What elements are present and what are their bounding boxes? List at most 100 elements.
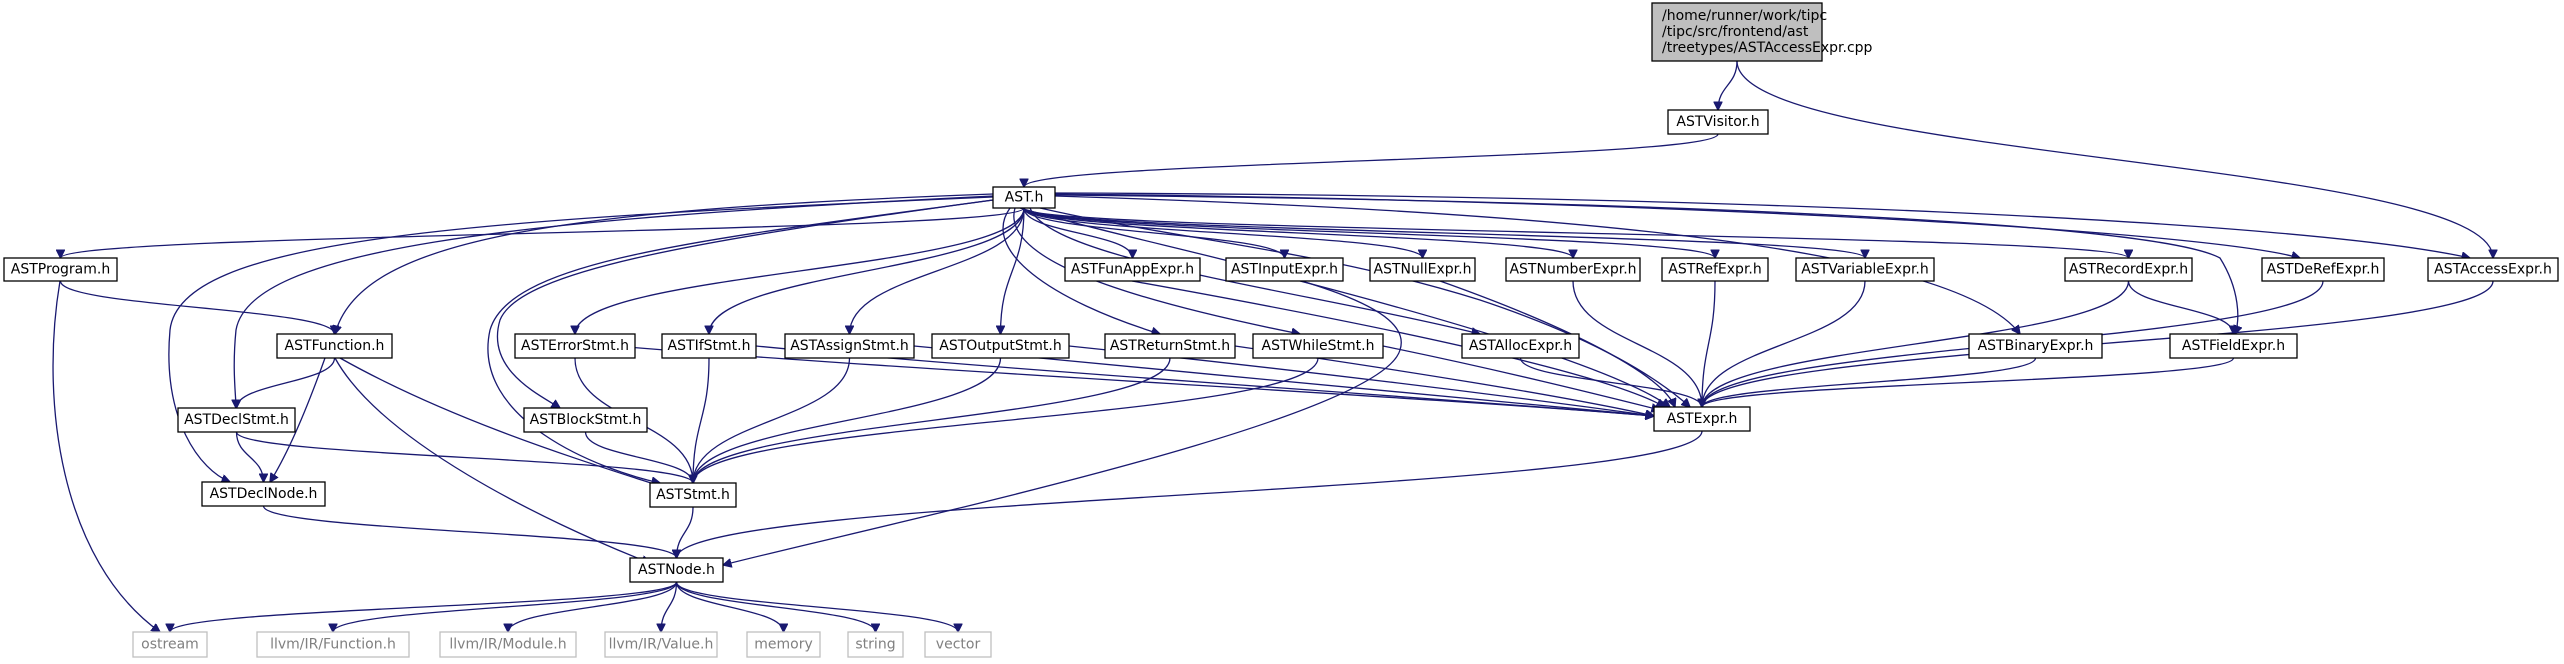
edge-arrow: [1718, 60, 1738, 110]
edge-arrow: [496, 199, 994, 408]
node-ASTFunAppExpr[interactable]: ASTFunAppExpr.h: [1064, 257, 1201, 282]
edge-arrow: [270, 357, 326, 482]
node-ASTBlockStmt[interactable]: ASTBlockStmt.h: [523, 407, 648, 433]
node-ASTAllocExpr[interactable]: ASTAllocExpr.h: [1461, 333, 1580, 359]
edge-arrow: [1039, 207, 1690, 407]
edge-arrow: [1382, 345, 1660, 410]
node-ASTNumberExpr[interactable]: ASTNumberExpr.h: [1505, 257, 1641, 282]
node-ASTAccessExpr[interactable]: ASTAccessExpr.h: [2427, 257, 2559, 282]
edge-arrow: [1702, 357, 2037, 407]
edge-arrow: [237, 357, 336, 408]
node-box: [177, 407, 296, 433]
node-box: [847, 631, 904, 658]
edge-arrow: [508, 581, 678, 632]
node-ASTProgram[interactable]: ASTProgram.h: [3, 257, 118, 282]
node-root[interactable]: /home/runner/work/tipc/tipc/src/frontend…: [1651, 2, 1873, 62]
edge-arrow: [675, 581, 784, 632]
edge-ASTVisitor-to-AST: [1024, 133, 1719, 188]
edge-arrow: [1519, 357, 1703, 407]
node-label: llvm/IR/Module.h: [449, 637, 566, 653]
edge-AST-to-ASTFunction: [335, 193, 994, 334]
edge-AST-to-ASTRecordExpr: [1023, 207, 2129, 258]
node-ASTDeclNode[interactable]: ASTDeclNode.h: [201, 481, 326, 507]
edge-AST-to-ASTFieldExpr: [1054, 194, 2238, 334]
node-ASTStmt[interactable]: ASTStmt.h: [649, 482, 737, 508]
node-ASTOutputStmt[interactable]: ASTOutputStmt.h: [931, 333, 1070, 359]
edge-ASTRecordExpr-to-ASTExpr: [1702, 280, 2130, 407]
node-box: [1653, 406, 1751, 432]
node-label: /tipc/src/frontend/ast: [1662, 24, 1809, 40]
node-ASTFieldExpr[interactable]: ASTFieldExpr.h: [2169, 333, 2298, 359]
edge-AST-to-ASTAccessExpr: [1054, 192, 2470, 258]
node-box: [1252, 333, 1384, 359]
edge-ASTBinaryExpr-to-ASTExpr: [1702, 357, 2037, 407]
node-label: ASTNode.h: [638, 562, 715, 578]
node-ASTRefExpr[interactable]: ASTRefExpr.h: [1661, 257, 1769, 282]
node-ASTDeRefExpr[interactable]: ASTDeRefExpr.h: [2261, 257, 2385, 282]
edge-arrow: [1702, 280, 2130, 407]
edge-ASTFunction-to-ASTDeclStmt: [237, 357, 336, 408]
node-ASTVariableExpr[interactable]: ASTVariableExpr.h: [1795, 257, 1935, 282]
node-ASTReturnStmt[interactable]: ASTReturnStmt.h: [1104, 333, 1236, 359]
node-ostream: ostream: [132, 631, 208, 658]
node-AST[interactable]: AST.h: [992, 186, 1056, 209]
node-label: /home/runner/work/tipc: [1662, 8, 1827, 24]
edge-arrow: [333, 581, 678, 632]
edge-arrow: [1131, 280, 1665, 407]
edge-arrow: [677, 430, 1703, 558]
edge-arrow: [235, 431, 694, 484]
edge-arrow: [709, 207, 1025, 334]
node-ASTFunction[interactable]: ASTFunction.h: [276, 333, 393, 359]
node-string: string: [847, 631, 904, 658]
edge-arrow: [1024, 133, 1719, 188]
node-box: [523, 407, 648, 433]
node-label: ASTRecordExpr.h: [2069, 262, 2188, 278]
node-box: [2064, 257, 2193, 282]
node-ASTDeclStmt[interactable]: ASTDeclStmt.h: [177, 407, 296, 433]
node-label: ASTStmt.h: [656, 487, 730, 503]
edge-ASTProgram-to-ostream: [52, 280, 160, 632]
edge-AST-to-ASTNumberExpr: [1023, 207, 1573, 259]
node-label: memory: [754, 637, 813, 653]
node-ASTNullExpr[interactable]: ASTNullExpr.h: [1369, 257, 1476, 282]
edge-arrow: [1054, 195, 2020, 334]
edge-arrow: [693, 357, 710, 483]
node-ASTRecordExpr[interactable]: ASTRecordExpr.h: [2064, 257, 2193, 282]
node-ASTErrorStmt[interactable]: ASTErrorStmt.h: [514, 333, 636, 359]
node-ASTWhileStmt[interactable]: ASTWhileStmt.h: [1252, 333, 1384, 359]
node-box: [132, 631, 208, 658]
node-label: ASTIfStmt.h: [668, 338, 751, 354]
node-label: /treetypes/ASTAccessExpr.cpp: [1662, 40, 1873, 56]
node-ASTNode[interactable]: ASTNode.h: [629, 557, 724, 583]
node-box: [2169, 333, 2298, 359]
node-label: ASTDeclNode.h: [210, 486, 318, 502]
node-ASTIfStmt[interactable]: ASTIfStmt.h: [661, 333, 757, 359]
edge-arrow: [262, 505, 677, 558]
node-box: [604, 631, 718, 658]
edge-root-to-ASTVisitor: [1718, 60, 1738, 110]
edge-AST-to-ASTBlockStmt: [496, 199, 994, 408]
node-ASTBinaryExpr[interactable]: ASTBinaryExpr.h: [1968, 333, 2103, 359]
node-label: ASTDeRefExpr.h: [2267, 262, 2380, 278]
edge-AST-to-ASTVariableExpr: [1023, 207, 1865, 258]
edge-arrow: [693, 357, 1002, 483]
node-label: ASTInputExpr.h: [1231, 262, 1338, 278]
node-box: [924, 631, 992, 658]
node-box: [931, 333, 1070, 359]
node-ASTExpr[interactable]: ASTExpr.h: [1653, 406, 1751, 432]
node-label: ASTAccessExpr.h: [2434, 262, 2552, 278]
edge-arrow: [1001, 207, 1025, 334]
node-ASTAssignStmt[interactable]: ASTAssignStmt.h: [784, 333, 915, 359]
node-box: [1461, 333, 1580, 359]
edge-ASTRecordExpr-to-ASTFieldExpr: [2127, 280, 2234, 334]
edge-ASTNode-to-string: [675, 581, 876, 632]
nodes-layer: /home/runner/work/tipc/tipc/src/frontend…: [3, 2, 2559, 658]
node-box: [649, 482, 737, 508]
edge-arrow: [234, 195, 994, 408]
node-box: [1225, 257, 1344, 282]
node-ASTInputExpr[interactable]: ASTInputExpr.h: [1225, 257, 1344, 282]
edge-ASTDeclStmt-to-ASTStmt: [235, 431, 694, 484]
edge-arrow: [335, 193, 994, 334]
edge-ASTExpr-to-ASTNode: [677, 430, 1703, 558]
node-ASTVisitor[interactable]: ASTVisitor.h: [1667, 109, 1769, 135]
